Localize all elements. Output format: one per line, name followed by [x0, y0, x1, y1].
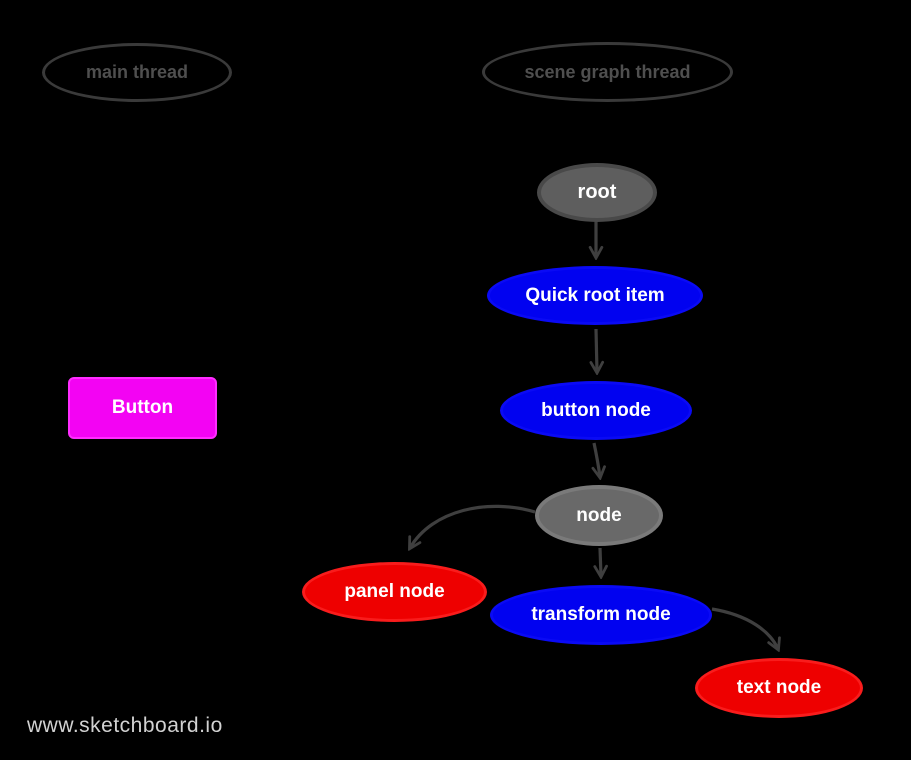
button-widget-label: Button [111, 397, 174, 418]
node-quick-root-item[interactable]: Quick root item [487, 266, 703, 325]
node-transform-node[interactable]: transform node [490, 585, 712, 645]
node-quick-root-item-label: Quick root item [525, 284, 665, 306]
node-panel-node-label: panel node [344, 581, 445, 602]
edge-button-node-to-node[interactable] [594, 442, 600, 477]
node-root[interactable]: root [537, 163, 657, 222]
node-node-label: node [576, 504, 622, 526]
lane-scene-graph-thread-label: scene graph thread [524, 61, 691, 82]
edge-transform-node-to-text-node[interactable] [711, 607, 778, 649]
node-text-node[interactable]: text node [695, 658, 863, 718]
lane-main-thread[interactable]: main thread [42, 43, 232, 102]
edge-node-to-transform-node[interactable] [600, 547, 601, 576]
node-node[interactable]: node [535, 485, 663, 546]
node-root-label: root [577, 181, 617, 203]
edge-quick-root-item-to-button-node[interactable] [596, 328, 597, 372]
node-transform-node-label: transform node [531, 604, 671, 625]
lane-scene-graph-thread[interactable]: scene graph thread [482, 42, 733, 102]
node-button-node-label: button node [541, 399, 651, 421]
button-widget[interactable]: Button [68, 377, 217, 439]
lane-main-thread-label: main thread [85, 62, 189, 82]
edge-node-to-panel-node[interactable] [410, 504, 536, 548]
node-panel-node[interactable]: panel node [302, 562, 487, 622]
sketchboard-watermark: www.sketchboard.io [27, 714, 223, 737]
node-button-node[interactable]: button node [500, 381, 692, 440]
node-text-node-label: text node [736, 677, 822, 698]
